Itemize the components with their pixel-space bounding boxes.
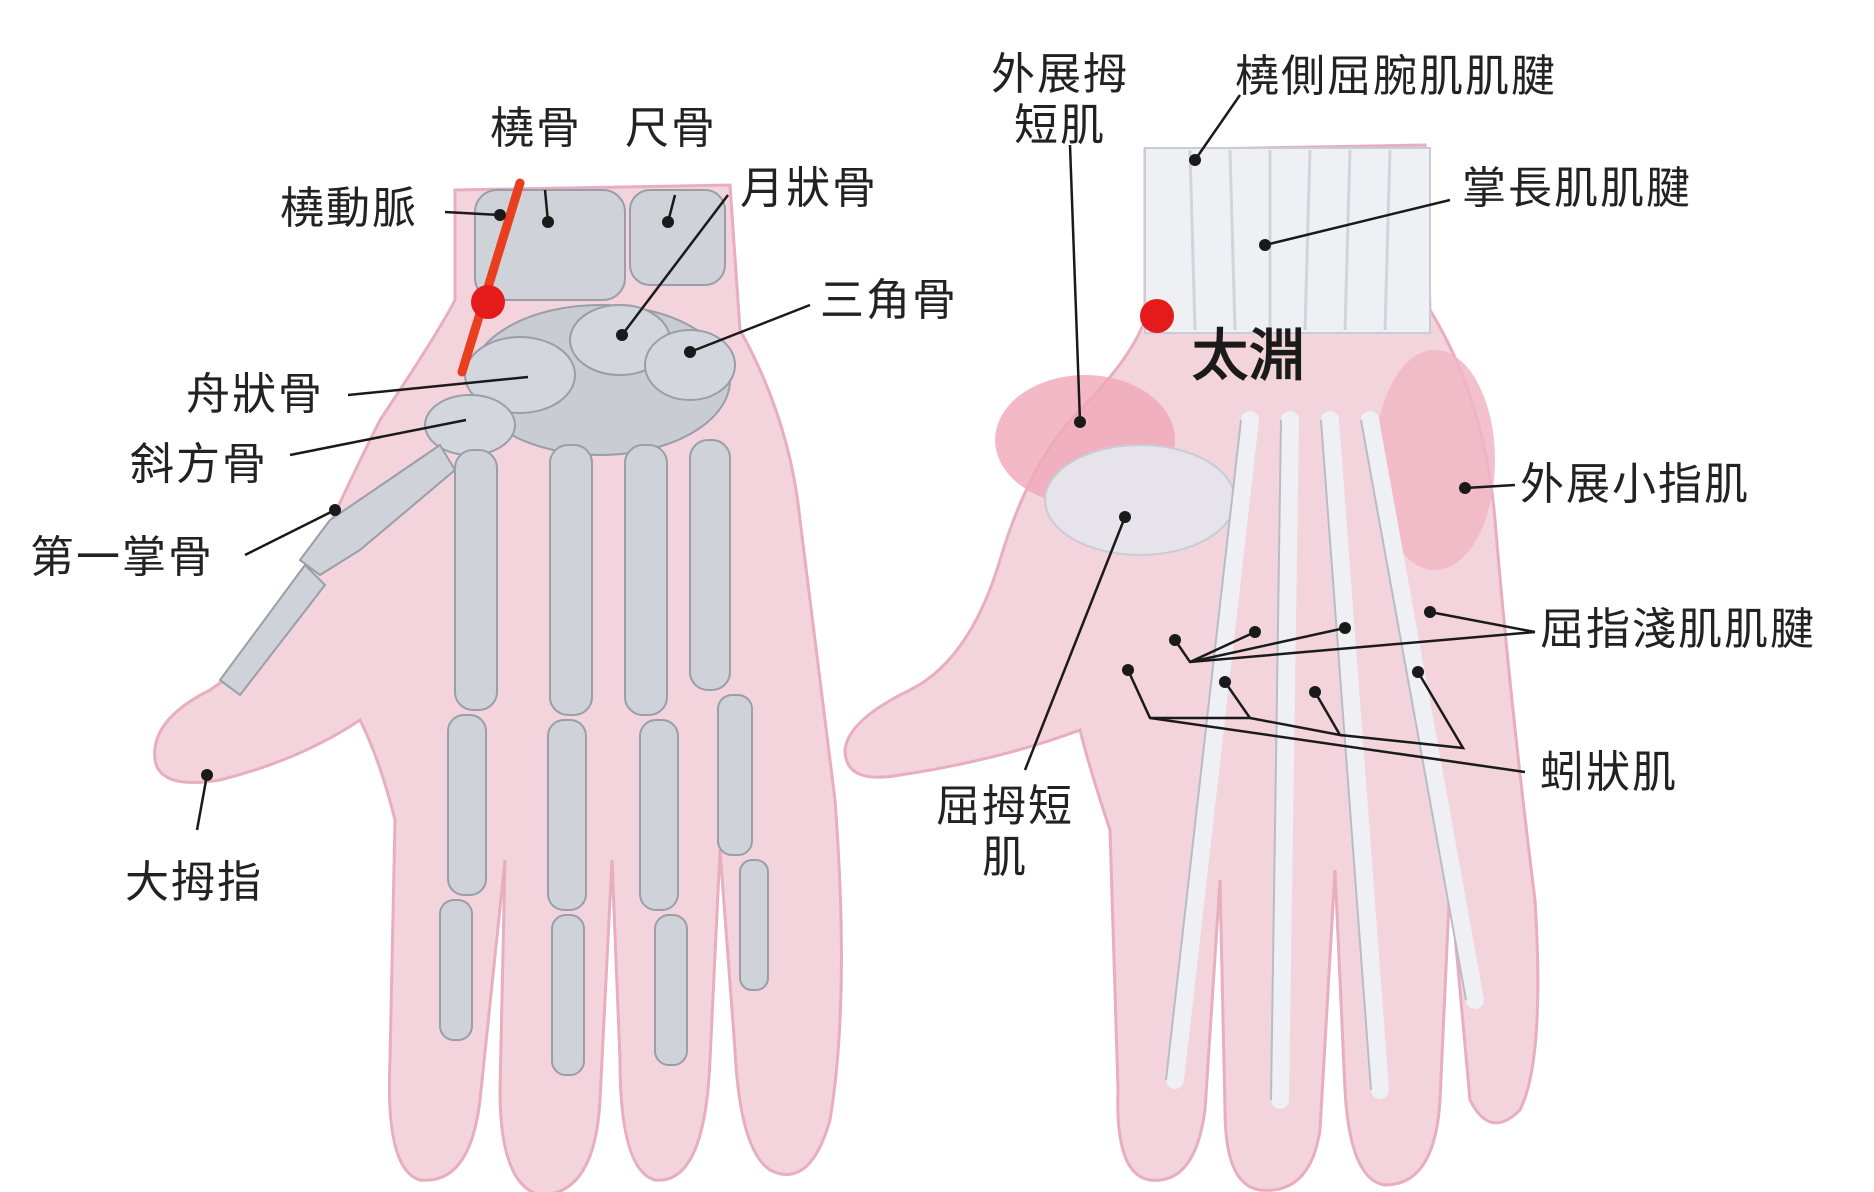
finger-bones [439, 439, 769, 1076]
abductor-digiti-minimi-muscle [1375, 350, 1495, 570]
thumb-phalanx [218, 563, 327, 697]
right-hand [843, 94, 1540, 1192]
label-first-metacarpal: 第一掌骨 [30, 532, 214, 583]
right-leader-lines [1023, 94, 1536, 774]
label-lumbricals: 蚓狀肌 [1540, 747, 1678, 798]
taiyuan-acupoint-dot [1140, 299, 1174, 333]
label-taiyuan-acupoint: 太淵 [1192, 324, 1306, 389]
label-flexor-pollicis-brevis: 屈拇短肌 [936, 781, 1074, 883]
label-palmaris-longus-tendon: 掌長肌肌腱 [1462, 163, 1692, 214]
flexor-tendon-edges [1165, 419, 1467, 1101]
label-ulna: 尺骨 [625, 103, 717, 154]
label-triquetrum: 三角骨 [820, 275, 958, 326]
label-radius: 橈骨 [490, 103, 582, 154]
flexor-pollicis-brevis-muscle [1044, 444, 1236, 556]
triquetrum-bone [644, 329, 736, 401]
label-scaphoid: 舟狀骨 [186, 369, 324, 420]
left-hand [153, 178, 843, 1192]
label-thumb: 大拇指 [125, 857, 263, 908]
label-flexor-digitorum-superficialis-tendon: 屈指淺肌肌腱 [1540, 604, 1816, 655]
label-radial-artery: 橈動脈 [280, 183, 418, 234]
ulna-bone [629, 189, 726, 286]
label-abductor-digiti-minimi: 外展小指肌 [1520, 459, 1750, 510]
left-leader-lines [195, 189, 811, 831]
flexor-tendons [1166, 411, 1484, 1109]
left-acupoint-dot [471, 285, 505, 319]
label-abductor-pollicis-brevis: 外展拇短肌 [991, 49, 1129, 151]
right-leader-dots [1074, 154, 1471, 698]
tendon-striations [1188, 149, 1392, 331]
label-trapezium: 斜方骨 [130, 439, 268, 490]
label-flexor-carpi-radialis-tendon: 橈側屈腕肌肌腱 [1235, 51, 1557, 102]
radial-artery-line [457, 178, 525, 377]
left-leader-dots [201, 209, 696, 781]
label-lunate: 月狀骨 [740, 163, 878, 214]
